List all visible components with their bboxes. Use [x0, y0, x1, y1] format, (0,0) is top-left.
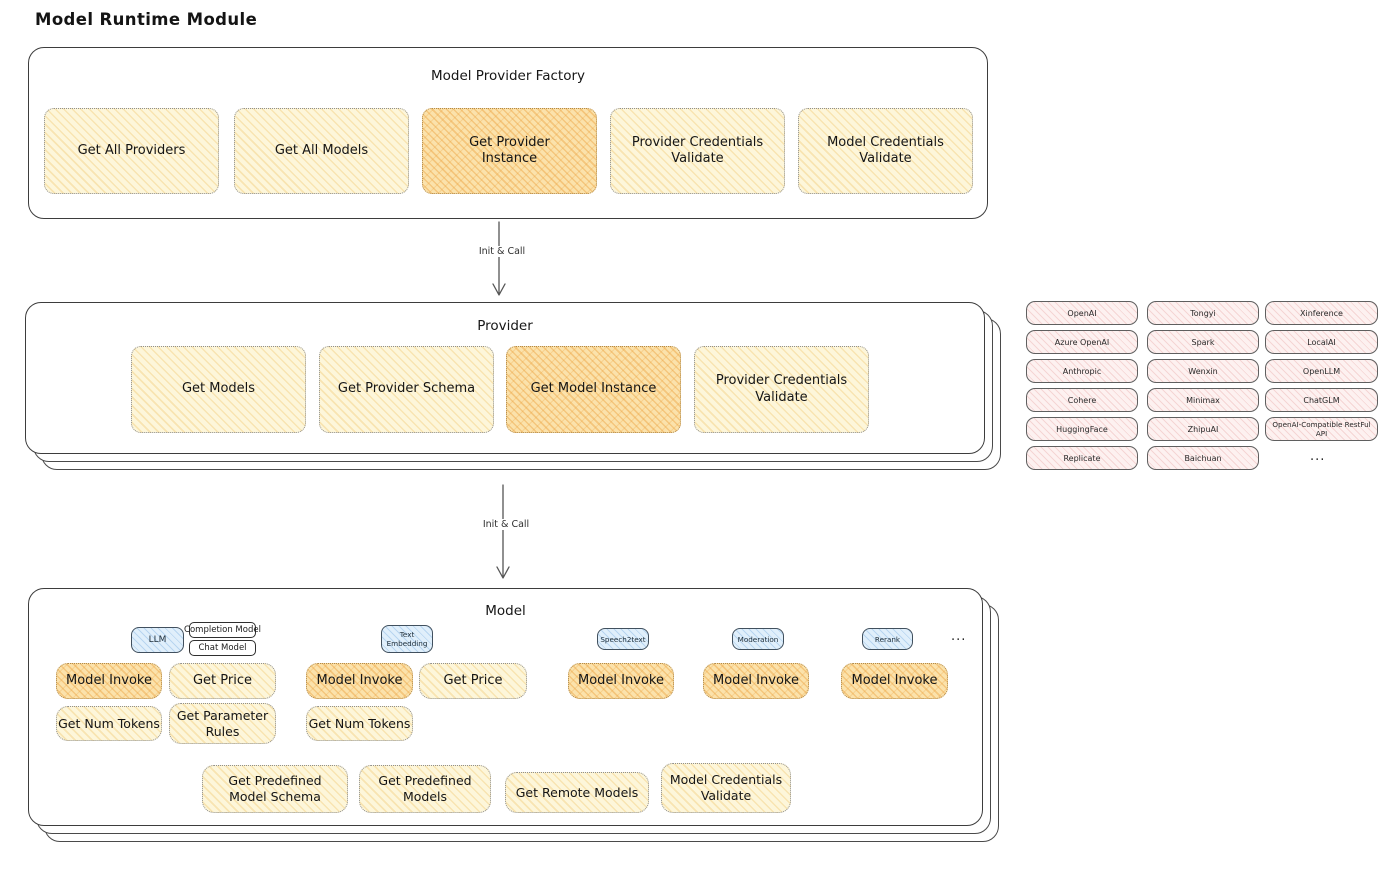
init-call-label-1: Init & Call: [468, 246, 536, 257]
btn-get-provider-instance: Get Provider Instance: [422, 108, 597, 194]
model-card: Model LLM Completion Model Chat Model Te…: [28, 588, 983, 826]
btn-get-predefined-models: Get Predefined Models: [359, 765, 491, 813]
provider-chip: HuggingFace: [1026, 417, 1138, 441]
tag-chat-model: Chat Model: [189, 640, 256, 656]
btn-model-invoke-moderation: Model Invoke: [703, 663, 809, 699]
provider-chip: OpenLLM: [1265, 359, 1378, 383]
model-title: Model: [485, 603, 526, 619]
model-provider-factory-title: Model Provider Factory: [430, 68, 585, 84]
provider-chip: OpenAI: [1026, 301, 1138, 325]
model-type-pill-rerank: Rerank: [862, 628, 913, 650]
btn-get-model-instance: Get Model Instance: [506, 346, 681, 433]
provider-card: Provider Get Models Get Provider Schema …: [25, 302, 985, 454]
provider-chip: Azure OpenAI: [1026, 330, 1138, 354]
tag-completion-model: Completion Model: [184, 622, 261, 638]
init-call-arrow-1: [492, 221, 506, 296]
btn-get-num-tokens-text-embedding: Get Num Tokens: [306, 706, 413, 741]
model-type-pill-llm: LLM: [131, 627, 184, 653]
provider-chip: Tongyi: [1147, 301, 1259, 325]
provider-title: Provider: [477, 318, 533, 334]
btn-get-parameter-rules: Get Parameter Rules: [169, 703, 276, 744]
model-type-pill-speech2text: Speech2text: [597, 628, 649, 650]
provider-chip: Spark: [1147, 330, 1259, 354]
btn-provider-credentials-validate-factory: Provider Credentials Validate: [610, 108, 785, 194]
btn-get-models: Get Models: [131, 346, 306, 433]
btn-get-predefined-model-schema: Get Predefined Model Schema: [202, 765, 348, 813]
btn-get-num-tokens-llm: Get Num Tokens: [56, 706, 162, 741]
btn-get-provider-schema: Get Provider Schema: [319, 346, 494, 433]
provider-chip: LocalAI: [1265, 330, 1378, 354]
provider-chip: Cohere: [1026, 388, 1138, 412]
init-call-arrow-2: [496, 484, 510, 579]
btn-model-invoke-speech2text: Model Invoke: [568, 663, 674, 699]
btn-model-credentials-validate-factory: Model Credentials Validate: [798, 108, 973, 194]
model-type-pill-moderation: Moderation: [732, 628, 784, 650]
btn-get-all-providers: Get All Providers: [44, 108, 219, 194]
provider-list-more: ...: [1310, 449, 1326, 464]
provider-chip: Xinference: [1265, 301, 1378, 325]
btn-model-credentials-validate: Model Credentials Validate: [661, 763, 791, 813]
btn-model-invoke-llm: Model Invoke: [56, 663, 162, 699]
provider-chip: Minimax: [1147, 388, 1259, 412]
model-provider-factory-card: Model Provider Factory Get All Providers…: [28, 47, 988, 219]
provider-list: OpenAI Tongyi Xinference Azure OpenAI Sp…: [1026, 301, 1381, 476]
model-type-pill-text-embedding: Text Embedding: [381, 625, 433, 653]
provider-chip: Wenxin: [1147, 359, 1259, 383]
provider-chip: ChatGLM: [1265, 388, 1378, 412]
btn-get-remote-models: Get Remote Models: [505, 772, 649, 813]
page-title: Model Runtime Module: [35, 10, 258, 29]
provider-chip: Replicate: [1026, 446, 1138, 470]
model-types-more: ...: [951, 629, 967, 644]
init-call-label-2: Init & Call: [472, 519, 540, 530]
btn-get-price-text-embedding: Get Price: [419, 663, 527, 699]
provider-chip: OpenAI-Compatible RestFul API: [1265, 417, 1378, 441]
btn-model-invoke-text-embedding: Model Invoke: [306, 663, 413, 699]
provider-chip: ZhipuAI: [1147, 417, 1259, 441]
btn-get-price-llm: Get Price: [169, 663, 276, 699]
btn-get-all-models: Get All Models: [234, 108, 409, 194]
provider-chip: Baichuan: [1147, 446, 1259, 470]
btn-provider-credentials-validate: Provider Credentials Validate: [694, 346, 869, 433]
btn-model-invoke-rerank: Model Invoke: [841, 663, 948, 699]
provider-chip: Anthropic: [1026, 359, 1138, 383]
